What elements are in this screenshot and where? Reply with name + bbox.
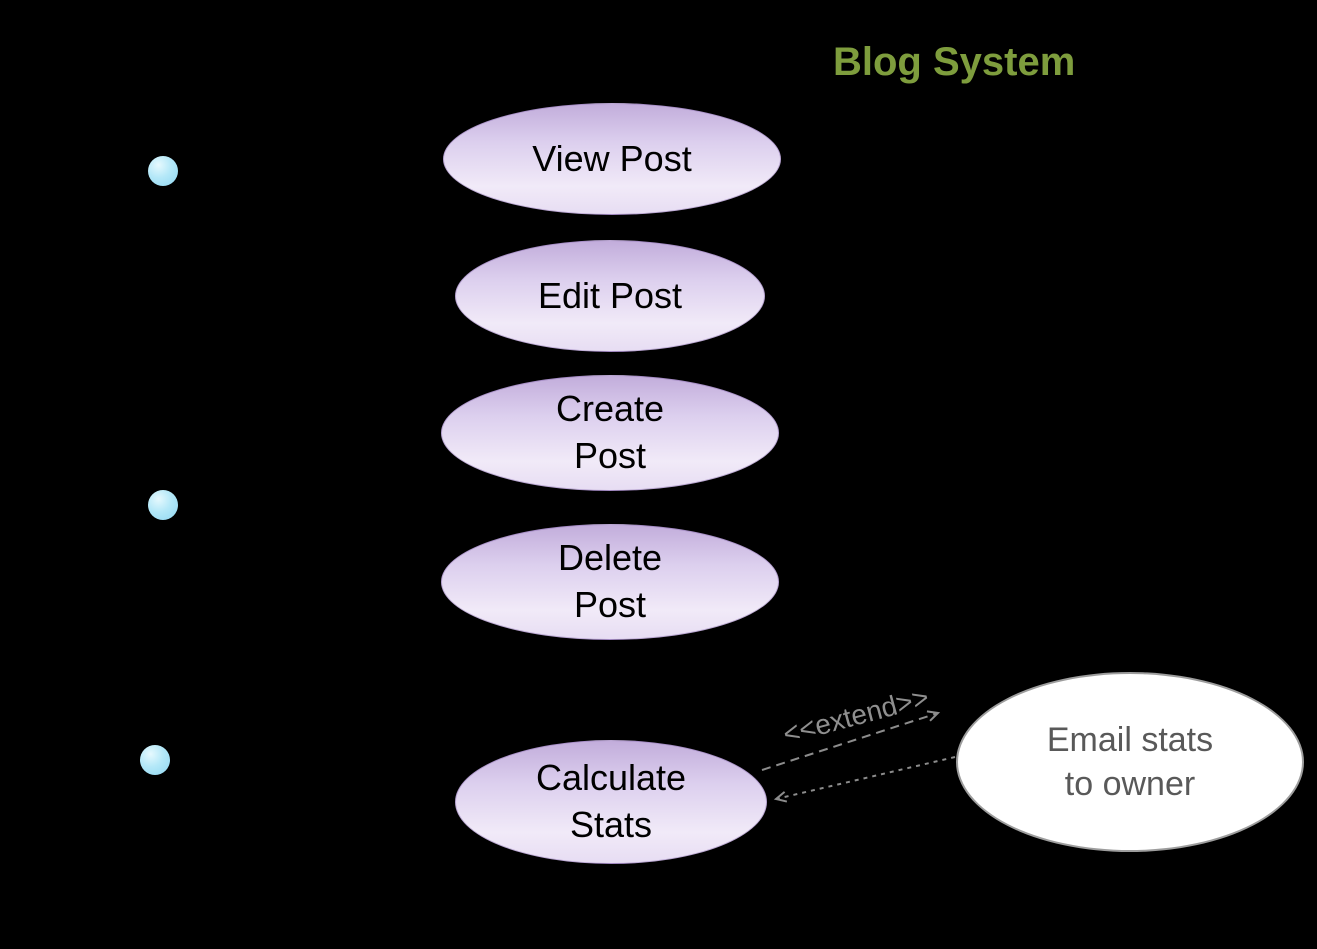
usecase-view-post-label: View Post: [532, 137, 692, 179]
usecase-create-post: Create Post: [441, 375, 779, 491]
extend-arrow-to-calculate-stats: [773, 756, 956, 803]
actor-head-1-icon: [148, 156, 178, 186]
usecase-calculate-stats-label: Calculate Stats: [535, 757, 687, 845]
usecase-create-post-label: Create Post: [555, 388, 665, 476]
usecase-delete-post: Delete Post: [441, 524, 779, 640]
actor-head-3-icon: [140, 745, 170, 775]
usecase-view-post: View Post: [443, 103, 781, 215]
actor-head-2-icon: [148, 490, 178, 520]
usecase-calculate-stats: Calculate Stats: [455, 740, 767, 864]
diagram-title: Blog System: [833, 40, 1076, 84]
usecase-edit-post: Edit Post: [455, 240, 765, 352]
extend-stereotype-label: <<extend>>: [779, 681, 933, 750]
usecase-delete-post-label: Delete Post: [557, 537, 663, 625]
usecase-email-stats-to-owner: Email stats to owner: [956, 672, 1304, 852]
usecase-email-stats-label: Email stats to owner: [1046, 720, 1214, 803]
usecase-edit-post-label: Edit Post: [537, 274, 683, 316]
